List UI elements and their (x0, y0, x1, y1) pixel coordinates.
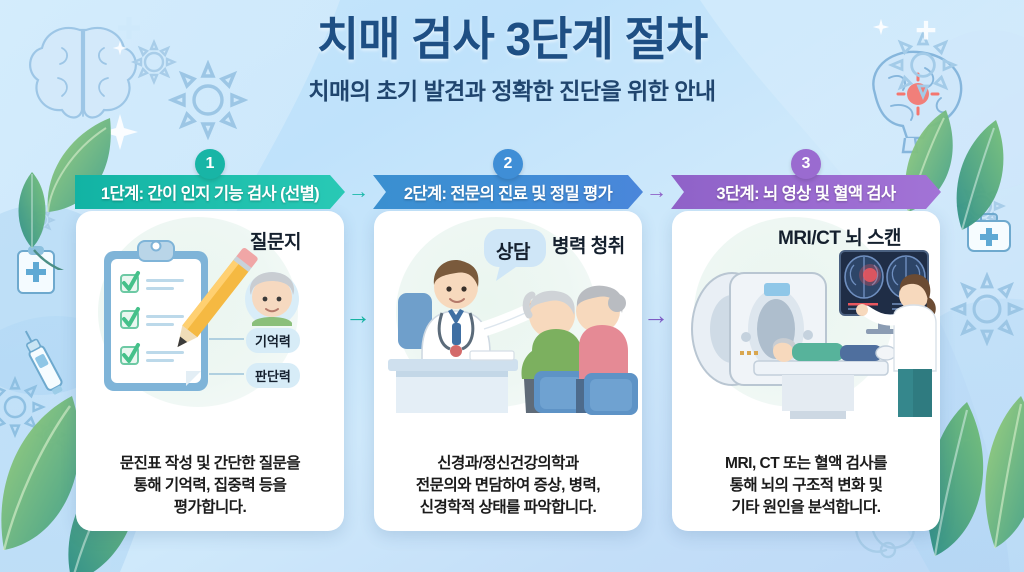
art-label-memory: 기억력 (246, 328, 300, 353)
connector-arrow-2-icon: → (643, 300, 669, 330)
gear-icon (26, 205, 56, 235)
gear-icon (34, 418, 68, 452)
step-card-1[interactable]: 질문지 기억력 판단력 문진표 작성 및 간단한 질문을 통해 기억력, 집중력… (76, 211, 344, 531)
step-banner-3[interactable]: 3단계: 뇌 영상 및 혈액 검사 (671, 175, 941, 209)
art-label-questionnaire: 질문지 (250, 232, 301, 253)
connector-arrow-1-icon: → (345, 300, 371, 330)
step-card-2[interactable]: 상담 병력 청취 신경과/정신건강의학과 전문의와 면담하여 증상, 병력, 신… (374, 211, 642, 531)
page-title: 치매 검사 3단계 절차 (316, 13, 708, 65)
step-banner-row: 1 2 3 1단계: 간이 인지 기능 검사 (선별) 2단계: 전문의 진료 … (0, 149, 1024, 209)
mri-ct-brain-scan-illustration: MRI/CT 뇌 스캔 (672, 211, 940, 424)
header: 치매 검사 3단계 절차 치매의 초기 발견과 정확한 진단을 위한 안내 (0, 13, 1024, 106)
banner-arrow-2-icon: → (646, 180, 667, 203)
art-label-mri-ct-scan: MRI/CT 뇌 스캔 (778, 228, 901, 249)
step-banner-1[interactable]: 1단계: 간이 인지 기능 검사 (선별) (75, 175, 345, 209)
step-caption-1: 문진표 작성 및 간단한 질문을 통해 기억력, 집중력 등을 평가합니다. (119, 455, 301, 516)
step-caption-2: 신경과/정신건강의학과 전문의와 면담하여 증상, 병력, 신경학적 상태를 파… (415, 455, 601, 516)
gear-icon (0, 376, 46, 438)
step-banner-2[interactable]: 2단계: 전문의 진료 및 정밀 평가 (373, 175, 643, 209)
page-subtitle: 치매의 초기 발견과 정확한 진단을 위한 안내 (308, 77, 716, 104)
syringe-icon (24, 330, 63, 395)
step-card-3[interactable]: MRI/CT 뇌 스캔 MRI, CT 또는 혈액 검사를 통해 뇌의 구조적 … (672, 211, 940, 531)
doctor-consultation-illustration: 상담 병력 청취 (374, 211, 642, 424)
art-label-judgement: 판단력 (246, 363, 300, 388)
medical-kit-icon (967, 213, 1011, 252)
step-caption-3: MRI, CT 또는 혈액 검사를 통해 뇌의 구조적 변화 및 기타 원인을 … (725, 455, 887, 516)
step-badge-1: 1 (195, 149, 225, 179)
gear-icon (950, 272, 1024, 346)
art-label-consultation: 상담 (496, 242, 530, 263)
sparkle-icon (102, 114, 138, 150)
clipboard-cross-icon (17, 246, 55, 294)
sparkle-icon (953, 431, 971, 449)
step-badge-3: 3 (791, 149, 821, 179)
art-label-history-taking: 병력 청취 (552, 236, 625, 257)
clipboard-checklist-illustration: 질문지 기억력 판단력 (76, 211, 344, 424)
step-badge-2: 2 (493, 149, 523, 179)
banner-arrow-1-icon: → (348, 180, 369, 203)
